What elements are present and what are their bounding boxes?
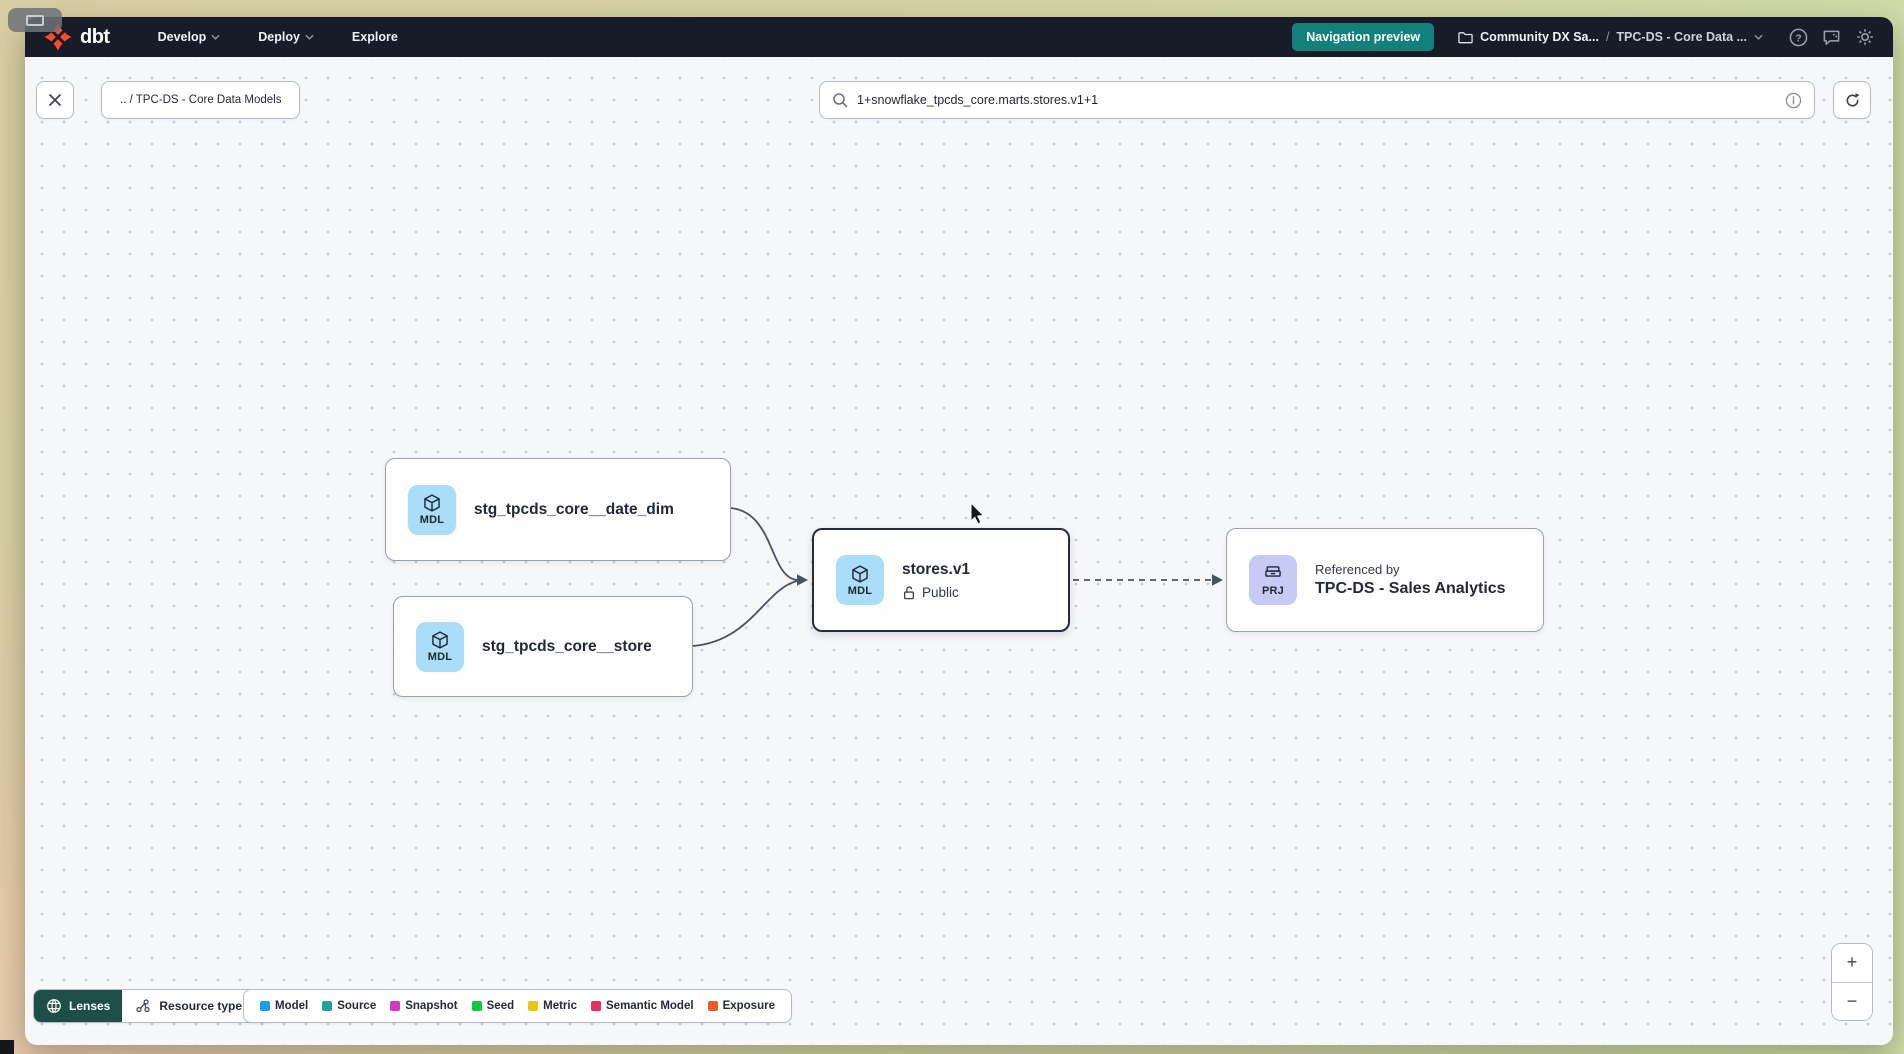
lineage-search-input[interactable]: 1+snowflake_tpcds_core.marts.stores.v1+1 xyxy=(819,81,1815,119)
legend-item-metric: Metric xyxy=(528,1000,577,1012)
lenses-control: Lenses Resource type xyxy=(33,989,275,1023)
resource-type-label: Resource type xyxy=(159,999,243,1013)
refresh-icon xyxy=(1846,92,1859,106)
nav-menu-deploy[interactable]: Deploy xyxy=(244,30,328,44)
dbt-logo[interactable]: dbt xyxy=(43,22,110,52)
legend-label: Metric xyxy=(543,1000,577,1012)
breadcrumb-separator: / xyxy=(1605,30,1610,44)
app-window: dbt Develop Deploy Explore Navigation pr… xyxy=(25,17,1893,1045)
refresh-lineage-button[interactable] xyxy=(1833,81,1871,119)
legend-label: Snapshot xyxy=(405,1000,458,1012)
lenses-button[interactable]: Lenses xyxy=(34,990,123,1022)
feedback-icon[interactable] xyxy=(1822,28,1841,47)
nav-menu-explore-label: Explore xyxy=(351,30,398,44)
lineage-path-chip[interactable]: .. / TPC-DS - Core Data Models xyxy=(101,81,301,119)
help-icon[interactable]: ? xyxy=(1789,28,1808,47)
resource-type-icon xyxy=(136,999,150,1013)
legend-label: Exposure xyxy=(722,1000,775,1012)
resource-type-dropdown[interactable]: Resource type xyxy=(122,990,273,1022)
node-label: stg_tpcds_core__store xyxy=(482,637,652,655)
search-icon xyxy=(833,93,848,108)
legend-swatch xyxy=(390,1001,401,1011)
breadcrumb-account[interactable]: Community DX Sa... xyxy=(1480,30,1599,44)
legend-swatch xyxy=(471,1001,482,1011)
cube-icon xyxy=(424,494,440,512)
resource-type-tag: MDL xyxy=(419,514,445,526)
dbt-logo-text: dbt xyxy=(80,25,110,48)
node-label: stores.v1 xyxy=(902,560,971,578)
lineage-selector-text: 1+snowflake_tpcds_core.marts.stores.v1+1 xyxy=(857,93,1099,107)
resource-type-tag: MDL xyxy=(847,584,873,597)
legend-swatch xyxy=(591,1001,601,1011)
node-stores-v1[interactable]: MDL stores.v1 Public xyxy=(812,528,1070,632)
project-tile: PRJ xyxy=(1249,555,1297,605)
nav-menu-develop[interactable]: Develop xyxy=(144,30,235,44)
info-icon[interactable] xyxy=(1785,92,1802,109)
nav-menu-explore[interactable]: Explore xyxy=(338,30,412,44)
access-label: Public xyxy=(922,584,959,600)
chevron-down-icon xyxy=(305,34,314,40)
svg-text:?: ? xyxy=(1795,33,1801,44)
legend-item-semantic-model: Semantic Model xyxy=(591,1000,694,1012)
folder-icon xyxy=(1458,31,1473,43)
breadcrumb[interactable]: Community DX Sa... / TPC-DS - Core Data … xyxy=(1458,30,1763,44)
resource-type-tag: PRJ xyxy=(1262,584,1284,597)
chevron-down-icon[interactable] xyxy=(1754,34,1763,40)
node-stg-tpcds-core-date-dim[interactable]: MDL stg_tpcds_core__date_dim xyxy=(385,458,731,561)
nav-menu-deploy-label: Deploy xyxy=(258,30,300,44)
legend-item-source: Source xyxy=(322,1000,376,1012)
gear-icon[interactable] xyxy=(1855,27,1875,47)
legend-label: Seed xyxy=(486,1000,515,1012)
breadcrumb-project[interactable]: TPC-DS - Core Data ... xyxy=(1616,30,1747,44)
legend-swatch xyxy=(322,1001,333,1011)
top-navbar: dbt Develop Deploy Explore Navigation pr… xyxy=(25,17,1893,57)
cube-icon xyxy=(432,631,448,649)
legend-item-exposure: Exposure xyxy=(707,1000,775,1012)
cube-icon xyxy=(852,564,868,583)
legend-swatch xyxy=(528,1001,539,1011)
plus-icon: + xyxy=(1846,952,1858,973)
minus-icon: − xyxy=(1846,990,1858,1011)
legend-item-seed: Seed xyxy=(471,1000,515,1012)
nav-menu-develop-label: Develop xyxy=(157,30,207,44)
close-lineage-button[interactable] xyxy=(36,81,74,119)
model-tile: MDL xyxy=(836,555,884,605)
zoom-out-button[interactable]: − xyxy=(1832,982,1872,1020)
resource-type-legend: Model Source Snapshot Seed Metric Semant… xyxy=(243,989,792,1023)
node-stg-tpcds-core-store[interactable]: MDL stg_tpcds_core__store xyxy=(393,596,693,697)
lenses-icon xyxy=(47,999,61,1013)
stack-icon xyxy=(1265,565,1281,577)
legend-label: Model xyxy=(275,1000,309,1012)
screen-recording-artifact xyxy=(8,8,62,32)
unlock-icon xyxy=(903,585,915,599)
model-tile: MDL xyxy=(408,484,456,535)
referenced-by-title: Referenced by xyxy=(1315,562,1400,577)
access-row: Public xyxy=(902,585,970,600)
navigation-preview-badge[interactable]: Navigation preview xyxy=(1292,23,1435,51)
zoom-controls: + − xyxy=(1831,943,1873,1021)
legend-label: Source xyxy=(337,1000,377,1012)
node-label: stg_tpcds_core__date_dim xyxy=(474,500,674,518)
legend-item-model: Model xyxy=(260,1000,308,1012)
node-label: TPC-DS - Sales Analytics xyxy=(1315,580,1506,597)
legend-label: Semantic Model xyxy=(606,1000,694,1012)
backdrop-corner-artifact xyxy=(0,1040,14,1054)
lenses-label: Lenses xyxy=(69,999,111,1013)
resource-type-tag: MDL xyxy=(427,651,453,663)
node-referenced-by-sales-analytics[interactable]: PRJ Referenced by TPC-DS - Sales Analyti… xyxy=(1226,528,1544,632)
chevron-down-icon xyxy=(211,34,220,40)
zoom-in-button[interactable]: + xyxy=(1832,944,1872,983)
legend-swatch xyxy=(707,1001,718,1011)
close-icon xyxy=(49,94,61,106)
dbt-logo-icon xyxy=(43,22,73,52)
legend-swatch xyxy=(260,1001,270,1011)
legend-item-snapshot: Snapshot xyxy=(390,1000,458,1012)
model-tile: MDL xyxy=(416,621,464,672)
